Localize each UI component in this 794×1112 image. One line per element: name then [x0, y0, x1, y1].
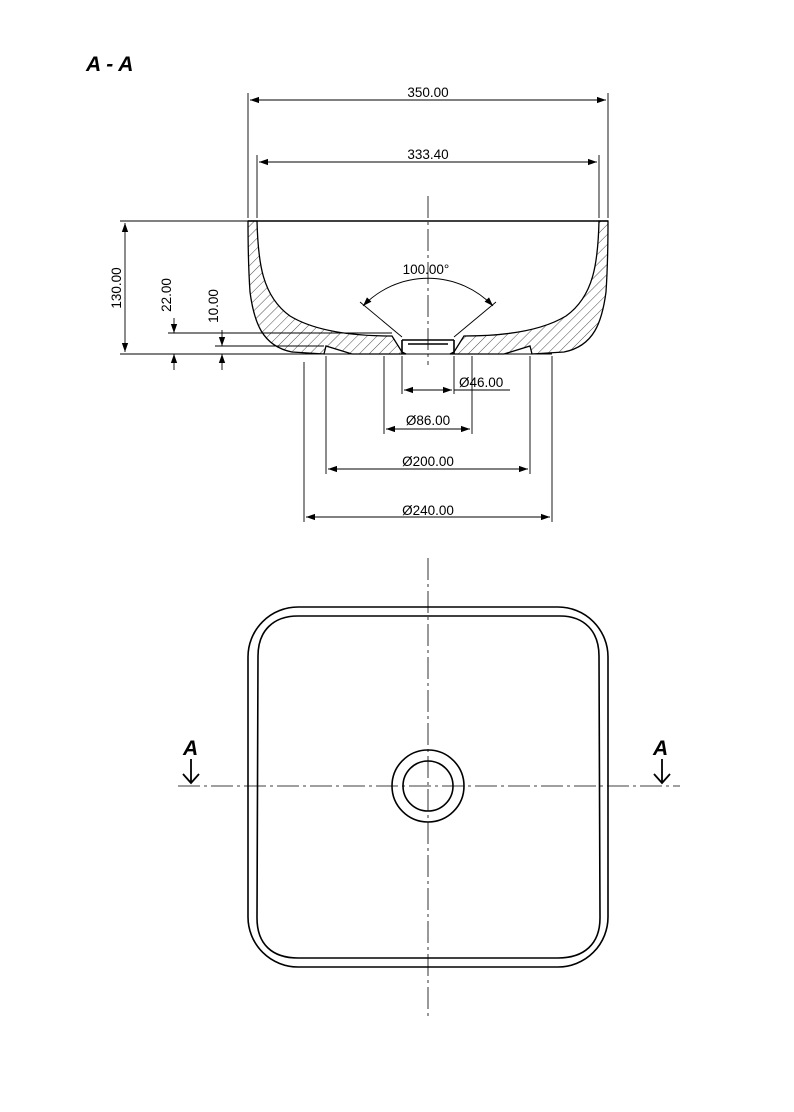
dim-inner-width: 333.40 — [256, 147, 600, 218]
dim-foot-outer: Ø240.00 — [303, 356, 553, 522]
basin-inner-outline — [256, 615, 601, 959]
drain-throat — [401, 339, 455, 354]
dim-overall-width: 350.00 — [247, 85, 609, 218]
dim-drain-angle: 100.00° — [359, 262, 497, 338]
drain-angle-label: 100.00° — [403, 262, 450, 277]
dim-base-step: 10.00 — [206, 289, 226, 370]
section-marker-left-label: A — [182, 737, 198, 760]
overall-width-label: 350.00 — [407, 85, 448, 100]
section-marker-left: A — [182, 737, 200, 785]
foot-outer-label: Ø240.00 — [402, 503, 454, 518]
plan-view: A A — [178, 558, 680, 1016]
arrow-down-icon — [653, 773, 671, 785]
section-view — [120, 196, 609, 365]
right-wall-section — [449, 220, 609, 355]
drain-recess-label: Ø86.00 — [406, 413, 450, 428]
base-height-label: 22.00 — [159, 278, 174, 312]
base-step-label: 10.00 — [206, 289, 221, 323]
drain-hole-label: Ø46.00 — [459, 375, 503, 390]
dim-height: 130.00 — [109, 223, 129, 352]
section-title: A - A — [85, 53, 133, 76]
basin-outer-outline — [247, 606, 609, 968]
foot-inner-label: Ø200.00 — [402, 454, 454, 469]
height-label: 130.00 — [109, 267, 124, 308]
dim-drain-hole: Ø46.00 — [401, 356, 510, 394]
section-marker-right: A — [652, 737, 671, 785]
dim-foot-inner: Ø200.00 — [325, 356, 531, 474]
dim-drain-recess: Ø86.00 — [383, 356, 473, 434]
drain-inner-ring — [402, 760, 454, 812]
left-wall-section — [247, 220, 407, 355]
drain-outer-ring — [391, 749, 465, 823]
dim-base-height: 22.00 — [159, 278, 178, 370]
section-marker-right-label: A — [652, 737, 668, 760]
inner-width-label: 333.40 — [407, 147, 448, 162]
arrow-down-icon — [182, 773, 200, 785]
